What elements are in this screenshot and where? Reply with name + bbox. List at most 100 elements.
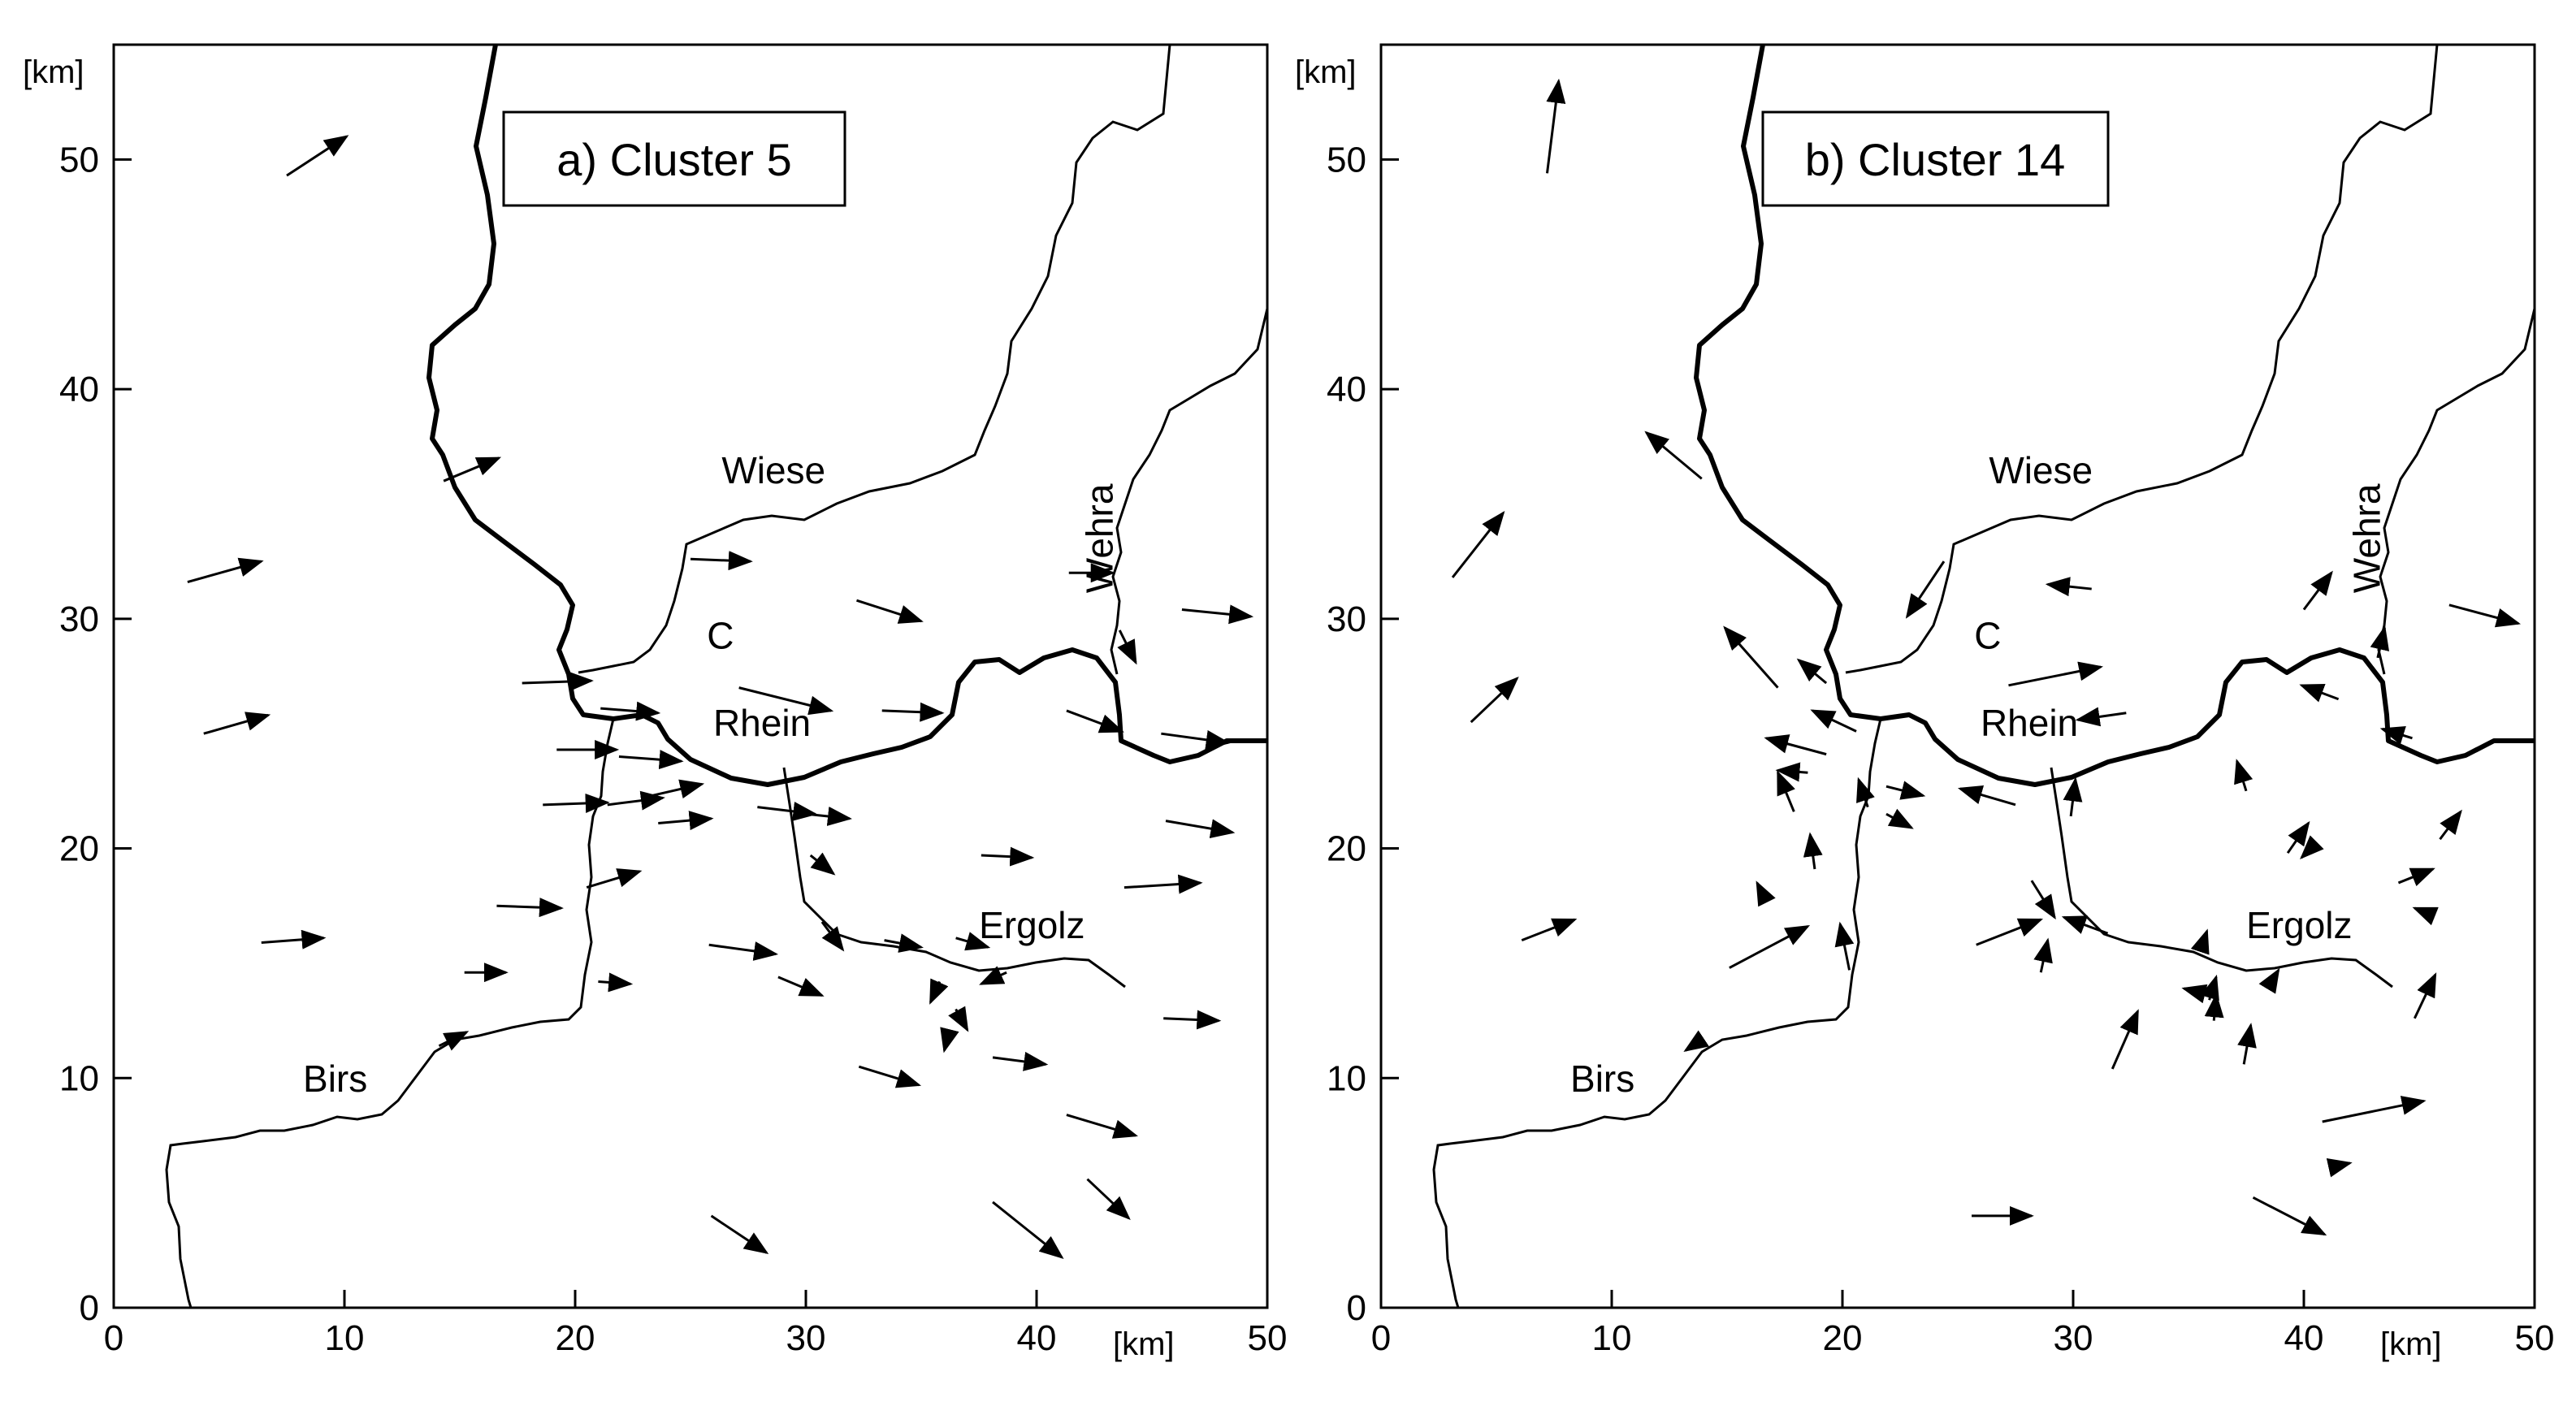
river-ergolz	[782, 767, 1126, 989]
wind-vector	[203, 712, 271, 735]
wind-vector	[1885, 781, 1926, 800]
wind-vector	[820, 921, 845, 952]
wind-vector	[658, 811, 714, 831]
y-tick-label: 0	[1347, 1288, 1366, 1328]
wind-vector	[710, 1214, 769, 1255]
wind-vector	[2322, 1096, 2427, 1123]
y-unit-label: [km]	[23, 54, 84, 90]
wind-vector	[777, 976, 825, 997]
wind-vector	[979, 966, 1007, 985]
map-label: Ergolz	[979, 904, 1085, 946]
wind-vector	[443, 456, 502, 482]
wind-vector	[708, 941, 779, 961]
map-label: C	[707, 615, 734, 657]
wind-vector	[1521, 918, 1578, 942]
river-rhein	[1694, 45, 2535, 787]
wind-vector	[809, 852, 836, 876]
wind-vector	[2237, 1023, 2257, 1065]
panel-title: a) Cluster 5	[556, 134, 791, 185]
map-label: Ergolz	[2246, 904, 2352, 946]
wind-vector	[1163, 1010, 1222, 1030]
x-unit-label: [km]	[2380, 1326, 2442, 1362]
wind-vector	[1810, 709, 1857, 733]
wind-vector	[1803, 832, 1823, 870]
wind-vector	[586, 868, 643, 889]
map-label: Rhein	[1981, 702, 2078, 744]
river-wiese	[1845, 45, 2439, 674]
river-network	[165, 45, 1267, 1308]
wind-vector	[618, 750, 684, 770]
wind-vector	[805, 807, 852, 826]
wind-vector	[1161, 729, 1231, 750]
x-tick-label: 30	[786, 1318, 826, 1358]
wind-vector	[2379, 725, 2413, 745]
x-tick-label: 20	[1823, 1318, 1863, 1358]
wind-vector	[2008, 661, 2104, 687]
panel-title-box	[1761, 110, 2110, 207]
wind-vector	[522, 672, 594, 692]
wind-vector	[738, 686, 834, 716]
wind-vector	[757, 802, 818, 821]
x-tick-label: 50	[2515, 1318, 2555, 1358]
wind-vector	[981, 846, 1035, 867]
wind-vector	[1764, 734, 1827, 756]
wind-vector	[929, 978, 949, 1005]
river-wehra	[1110, 308, 1267, 675]
y-tick-label: 10	[59, 1058, 99, 1098]
panel-title-box	[502, 110, 846, 207]
map-label: Wiese	[1989, 449, 2093, 491]
wind-vector	[1856, 777, 1875, 808]
river-wehra	[2377, 308, 2535, 675]
wind-vector	[438, 1031, 470, 1051]
wind-vector	[948, 1006, 969, 1032]
wind-vector	[2234, 759, 2253, 792]
wind-vector	[598, 972, 634, 993]
wind-vector	[600, 701, 661, 721]
vector-layer	[1451, 78, 2522, 1236]
wind-vector	[1181, 604, 1254, 625]
wind-vector	[1086, 1178, 1131, 1221]
wind-vector	[2030, 880, 2056, 920]
wind-vector	[607, 790, 665, 811]
x-tick-label: 40	[2284, 1318, 2324, 1358]
wind-vector	[1123, 874, 1203, 894]
wind-vector	[1775, 762, 1808, 782]
wind-vector	[2286, 820, 2310, 854]
wind-vector	[2299, 683, 2340, 703]
wind-vector	[1885, 808, 1914, 829]
wind-vector	[2413, 972, 2437, 1019]
wind-vector	[690, 551, 753, 571]
y-tick-label: 50	[1327, 140, 1366, 180]
river-network	[1432, 45, 2535, 1308]
x-tick-label: 50	[1248, 1318, 1288, 1358]
wind-vector	[642, 779, 705, 799]
wind-vector	[955, 932, 991, 951]
wind-vector	[992, 1051, 1049, 1071]
wind-vector	[881, 702, 945, 722]
plot-frame	[1379, 43, 2536, 1309]
wind-vector	[187, 557, 264, 584]
wind-vector	[940, 1027, 959, 1053]
y-tick-label: 10	[1327, 1058, 1366, 1098]
y-tick-label: 40	[1327, 370, 1366, 409]
wind-vector	[2302, 570, 2333, 611]
wind-vector	[2204, 993, 2224, 1021]
wind-vector	[2063, 777, 2083, 817]
x-tick-label: 10	[1592, 1318, 1632, 1358]
wind-vector	[1905, 560, 1946, 619]
x-tick-label: 20	[556, 1318, 595, 1358]
wind-vector	[2397, 867, 2435, 887]
y-tick-label: 30	[1327, 599, 1366, 639]
wind-vector	[1644, 430, 1703, 480]
wind-vector	[856, 599, 924, 624]
map-label: Wiese	[721, 449, 825, 491]
wind-vector	[1729, 925, 1811, 969]
wind-vector	[2190, 928, 2210, 955]
wind-vector	[992, 1201, 1064, 1259]
x-unit-label: [km]	[1113, 1326, 1175, 1362]
map-label: Wehra	[1079, 483, 1121, 593]
